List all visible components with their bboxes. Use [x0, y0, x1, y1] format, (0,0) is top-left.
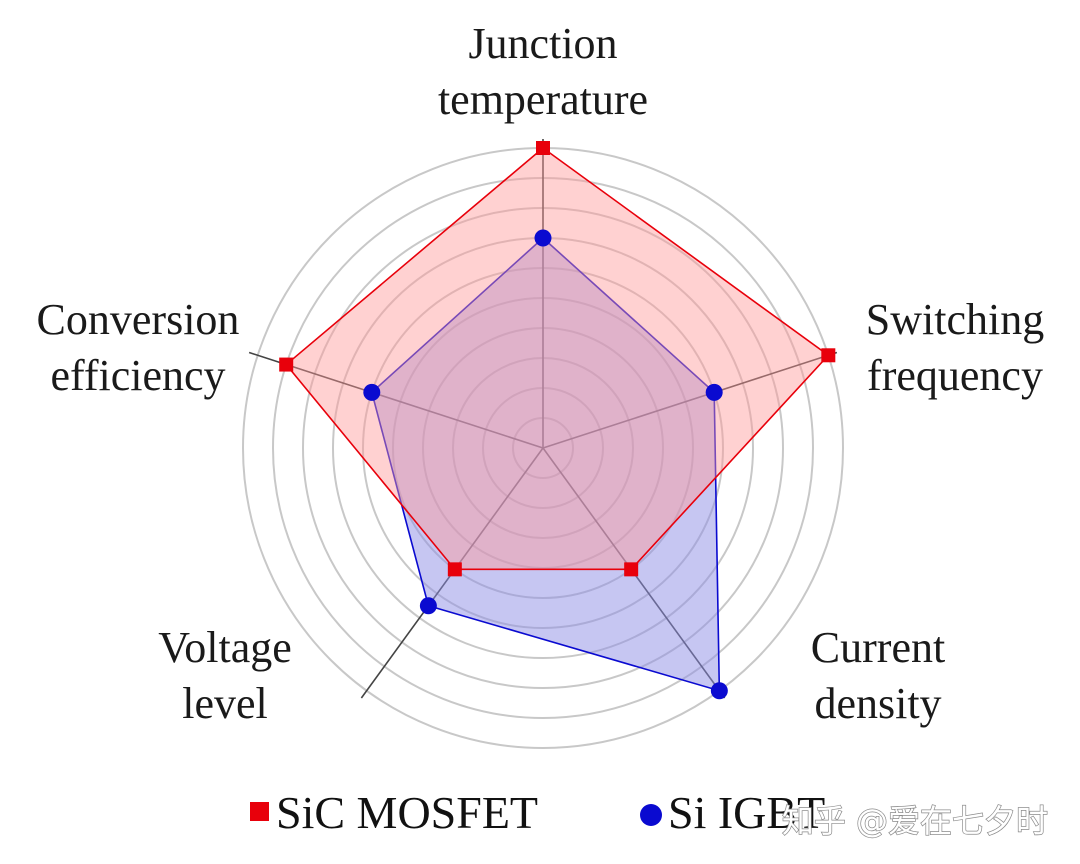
axis-label-current-density-line-1: Current	[811, 623, 945, 672]
data-point-sic-mosfet-conversion-efficiency	[279, 357, 294, 372]
data-point-si-igbt-junction-temperature	[534, 229, 552, 247]
axis-label-switching-frequency-line-1: Switching	[866, 295, 1044, 344]
data-point-si-igbt-voltage-level	[419, 597, 437, 615]
axis-label-junction-temperature-line-2: temperature	[438, 75, 648, 124]
axis-label-current-density-line-2: density	[814, 679, 941, 728]
axis-label-voltage-level-line-1: Voltage	[158, 623, 292, 672]
series-area-si-igbt	[370, 236, 721, 692]
legend-label-sic-mosfet: SiC MOSFET	[276, 787, 538, 838]
data-point-si-igbt-switching-frequency	[705, 383, 723, 401]
data-point-si-igbt-current-density	[710, 682, 728, 700]
axis-label-conversion-efficiency-line-2: efficiency	[50, 351, 225, 400]
watermark: 知乎 @爱在七夕时	[782, 802, 1048, 840]
axis-label-conversion-efficiency-line-1: Conversion	[37, 295, 240, 344]
data-point-sic-mosfet-current-density	[624, 562, 639, 577]
legend-marker-sic-mosfet	[250, 802, 269, 821]
axis-label-switching-frequency-line-2: frequency	[867, 351, 1043, 400]
legend-label-si-igbt: Si IGBT	[668, 787, 825, 838]
data-point-sic-mosfet-junction-temperature	[536, 141, 550, 155]
legend-marker-si-igbt	[640, 804, 662, 826]
axis-label-voltage-level-line-2: level	[182, 679, 268, 728]
axis-label-junction-temperature-line-1: Junction	[468, 19, 617, 68]
data-point-sic-mosfet-voltage-level	[447, 562, 462, 577]
series-areas	[285, 146, 830, 692]
data-point-si-igbt-conversion-efficiency	[363, 383, 381, 401]
data-point-sic-mosfet-switching-frequency	[821, 348, 836, 363]
legend: SiC MOSFET Si IGBT	[250, 787, 825, 838]
series-area-sic-mosfet	[285, 146, 830, 571]
series-markers	[279, 141, 836, 700]
